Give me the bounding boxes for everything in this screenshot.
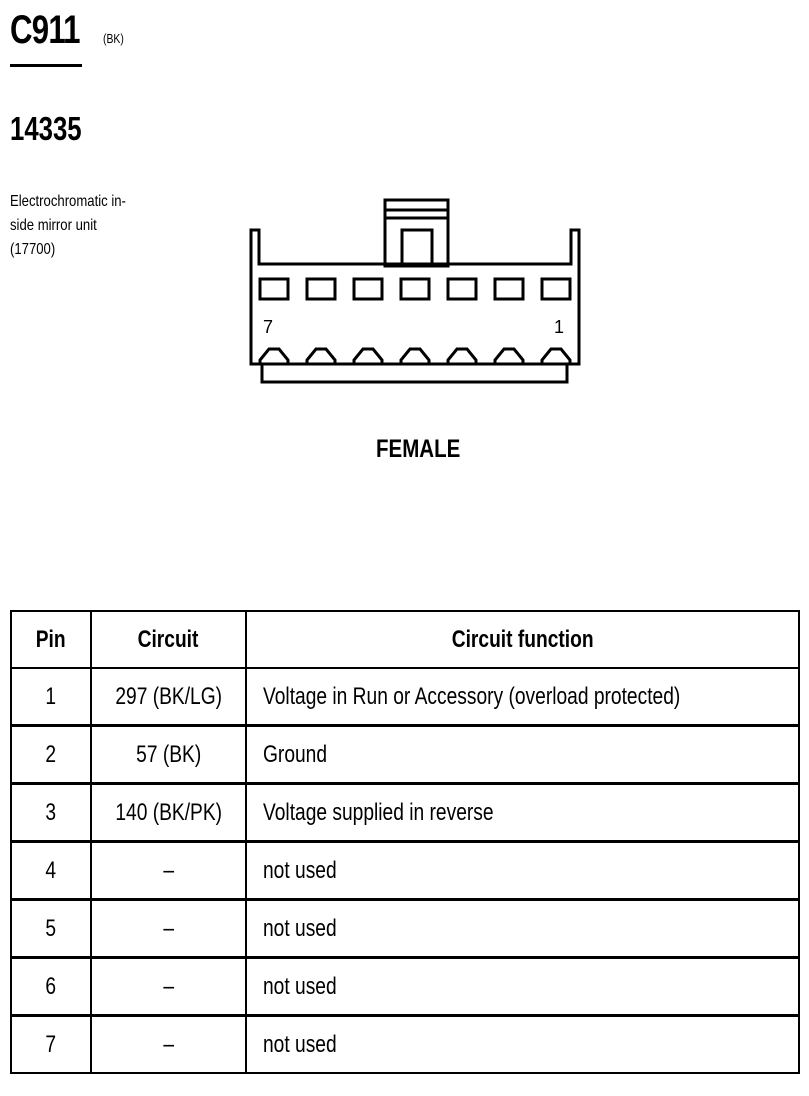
terminal-contact bbox=[305, 347, 337, 364]
circuit-function-cell: Voltage in Run or Accessory (overload pr… bbox=[245, 667, 800, 727]
pin-cell: 5 bbox=[10, 898, 92, 959]
circuit-cell: – bbox=[90, 898, 247, 959]
circuit-function-cell: not used bbox=[245, 1014, 800, 1074]
connector-housing bbox=[249, 228, 581, 366]
table-row: 2 57 (BK) Ground bbox=[10, 724, 800, 785]
table-row: 5 – not used bbox=[10, 898, 800, 959]
terminal-contact bbox=[352, 347, 384, 364]
pin-cavity bbox=[540, 277, 572, 301]
component-description-line: (17700) bbox=[10, 241, 56, 258]
terminal-contact bbox=[493, 347, 525, 364]
component-description-line: side mirror unit bbox=[10, 217, 97, 234]
pin-cell: 7 bbox=[10, 1014, 92, 1074]
column-header-circuit: Circuit bbox=[90, 610, 247, 669]
circuit-cell: – bbox=[90, 1014, 247, 1074]
connector-face-diagram: 7 1 bbox=[249, 198, 581, 384]
circuit-cell: – bbox=[90, 956, 247, 1017]
pin-cell: 6 bbox=[10, 956, 92, 1017]
pin-cavity bbox=[305, 277, 337, 301]
terminal-contact bbox=[258, 347, 290, 364]
circuit-function-cell: Ground bbox=[245, 724, 800, 785]
terminal-contact bbox=[399, 347, 431, 364]
connector-gender-label: FEMALE bbox=[376, 435, 461, 463]
pin-table: Pin Circuit Circuit function 1 297 (BK/L… bbox=[10, 610, 800, 1074]
circuit-cell: 140 (BK/PK) bbox=[90, 782, 247, 843]
pin-cell: 2 bbox=[10, 724, 92, 785]
circuit-cell: – bbox=[90, 840, 247, 901]
pin-cavity bbox=[446, 277, 478, 301]
table-row: 6 – not used bbox=[10, 956, 800, 1017]
component-description: Electrochromatic in- side mirror unit (1… bbox=[10, 190, 166, 262]
connector-id-underline bbox=[10, 64, 82, 67]
table-row: 4 – not used bbox=[10, 840, 800, 901]
pin-cavity bbox=[258, 277, 290, 301]
pin-cavity bbox=[352, 277, 384, 301]
pin-cell: 3 bbox=[10, 782, 92, 843]
table-row: 7 – not used bbox=[10, 1014, 800, 1074]
table-row: 1 297 (BK/LG) Voltage in Run or Accessor… bbox=[10, 667, 800, 727]
connector-color-code: (BK) bbox=[103, 31, 124, 46]
connector-skirt bbox=[260, 364, 569, 384]
pin-cavity bbox=[493, 277, 525, 301]
column-header-pin: Pin bbox=[10, 610, 92, 669]
circuit-cell: 57 (BK) bbox=[90, 724, 247, 785]
circuit-function-cell: Voltage supplied in reverse bbox=[245, 782, 800, 843]
pin-label-left: 7 bbox=[263, 317, 273, 337]
part-number: 14335 bbox=[10, 110, 82, 147]
circuit-function-cell: not used bbox=[245, 898, 800, 959]
connector-id: C911 bbox=[10, 8, 81, 52]
pin-cell: 4 bbox=[10, 840, 92, 901]
circuit-cell: 297 (BK/LG) bbox=[90, 667, 247, 727]
pin-label-right: 1 bbox=[554, 317, 564, 337]
locking-tab-window bbox=[400, 228, 434, 268]
component-description-line: Electrochromatic in- bbox=[10, 193, 126, 210]
terminal-contact bbox=[446, 347, 478, 364]
pin-cell: 1 bbox=[10, 667, 92, 727]
column-header-circuit-function: Circuit function bbox=[245, 610, 800, 669]
pin-cavity bbox=[399, 277, 431, 301]
table-header-row: Pin Circuit Circuit function bbox=[10, 610, 800, 669]
terminal-contact bbox=[540, 347, 572, 364]
circuit-function-cell: not used bbox=[245, 840, 800, 901]
circuit-function-cell: not used bbox=[245, 956, 800, 1017]
table-row: 3 140 (BK/PK) Voltage supplied in revers… bbox=[10, 782, 800, 843]
